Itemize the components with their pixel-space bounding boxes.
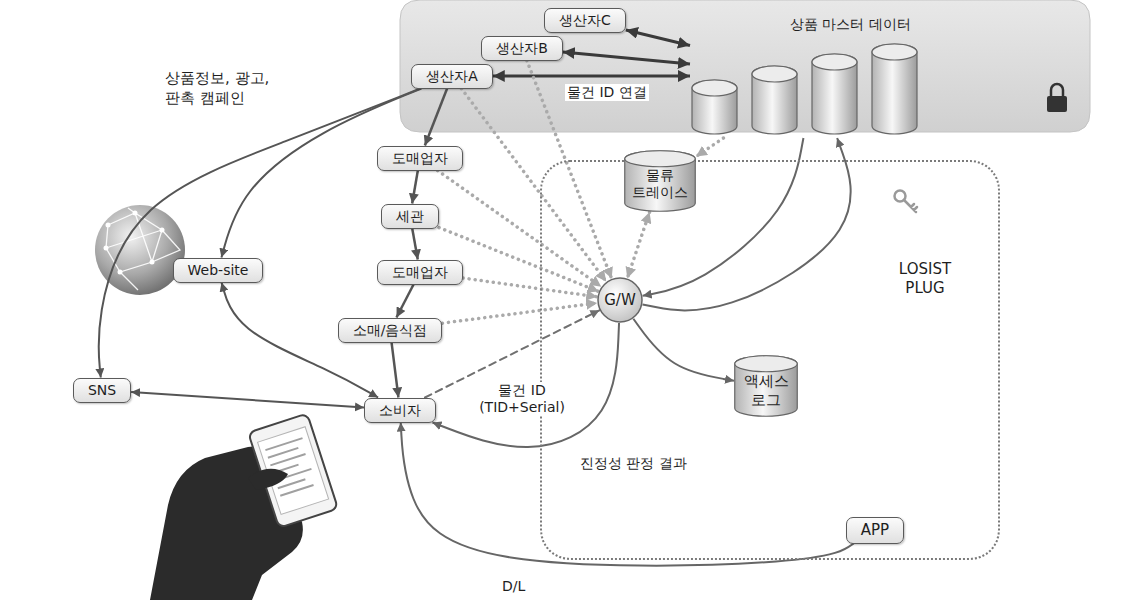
connector — [463, 278, 597, 297]
node-text: 생산자B — [496, 40, 548, 57]
node-text: Web-site — [188, 262, 249, 279]
phone-screen-lines — [265, 438, 317, 496]
globe-dot — [150, 260, 155, 265]
cylinder-top — [625, 151, 696, 167]
consumer-box: 소비자 — [364, 398, 436, 423]
globe-dot — [106, 223, 111, 228]
cylinder-body — [625, 151, 696, 211]
connector — [461, 89, 606, 282]
edge-label: 물건 ID (TID+Serial) — [470, 382, 574, 416]
cylinder-top — [872, 44, 917, 60]
connector — [412, 171, 418, 204]
producer-box: 생산자A — [411, 64, 493, 89]
wholesaler-box: 도매업자 — [377, 146, 463, 171]
node-text: APP — [861, 521, 889, 540]
connector — [401, 423, 854, 566]
edge-label: 물건 ID 연결 — [565, 84, 649, 101]
cylinder-body — [735, 356, 798, 417]
globe-network — [106, 208, 180, 290]
producer-box: 생산자C — [544, 8, 626, 33]
edge-label: D/L — [500, 578, 527, 595]
node-text: 도매업자 — [392, 150, 448, 167]
platform-region: LOSIST PLUG G/W 액세스 로그 APP — [540, 160, 1000, 560]
cylinder-body — [752, 66, 797, 134]
node-text: 생산자C — [559, 12, 611, 29]
cylinder-top — [692, 80, 737, 96]
thumb — [248, 469, 288, 490]
globe-dot — [133, 211, 138, 216]
connector — [626, 30, 690, 46]
node-text: 소매/음식점 — [353, 322, 428, 339]
node-text: SNS — [88, 382, 116, 399]
cylinder-body — [692, 80, 737, 134]
connector — [633, 319, 734, 381]
phone-body — [248, 413, 338, 527]
node-text: 세관 — [396, 208, 424, 225]
globe-dot — [160, 228, 165, 233]
connector — [392, 343, 399, 398]
log-database: 액세스 로그 — [734, 355, 798, 417]
master-data-store: 상품 마스터 데이터 — [690, 14, 940, 138]
node-text: 액세스 로그 — [740, 372, 792, 410]
connector — [425, 89, 447, 146]
cylinder-top — [752, 66, 797, 82]
node-text: 물류 트레이스 — [630, 167, 690, 201]
lock-icon — [1047, 84, 1067, 112]
hand-with-phone — [150, 413, 338, 600]
connector — [131, 392, 364, 408]
customs-box: 세관 — [381, 204, 439, 229]
website-box: Web-site — [173, 258, 264, 283]
lock-shackle — [1051, 84, 1063, 97]
cylinder-body — [812, 54, 857, 134]
retail-box: 소매/음식점 — [338, 318, 443, 343]
key-icon — [895, 191, 918, 213]
connector — [696, 138, 723, 157]
phone — [248, 413, 338, 527]
node-text: G/W — [604, 291, 636, 310]
wholesaler-box: 도매업자 — [377, 260, 463, 285]
connector — [396, 285, 413, 318]
gateway-disc — [598, 278, 642, 322]
key-shaft — [904, 200, 917, 212]
node-text: 도매업자 — [392, 264, 448, 281]
globe-dot — [104, 246, 109, 251]
node-text: 상품 마스터 데이터 — [790, 16, 911, 33]
connector — [221, 89, 421, 258]
note-label: 상품정보, 광고, 판촉 캠페인 — [165, 68, 283, 108]
node-text: 생산자A — [426, 68, 478, 85]
connector — [439, 228, 599, 292]
app-box: APP — [846, 517, 904, 544]
node-text: 소비자 — [379, 402, 421, 419]
cylinder-top — [735, 356, 798, 372]
top-band — [400, 0, 1090, 132]
sns-box: SNS — [73, 378, 131, 403]
globe-dot — [118, 270, 123, 275]
connector — [493, 75, 690, 78]
connector — [627, 212, 649, 278]
connector — [442, 303, 597, 323]
lock-body — [1047, 96, 1067, 112]
cylinder-top — [812, 54, 857, 70]
connector — [412, 229, 418, 260]
connector — [563, 52, 690, 64]
edge-label: 진정성 판정 결과 — [578, 455, 689, 472]
gateway-circle: G/W — [597, 277, 643, 323]
producer-box: 생산자B — [481, 36, 563, 61]
trace-database: 물류 트레이스 — [624, 150, 696, 212]
cylinder-outline — [690, 14, 940, 138]
node-text: LOSIST PLUG — [885, 260, 965, 298]
cylinder-body — [872, 44, 917, 134]
connector — [433, 323, 620, 447]
